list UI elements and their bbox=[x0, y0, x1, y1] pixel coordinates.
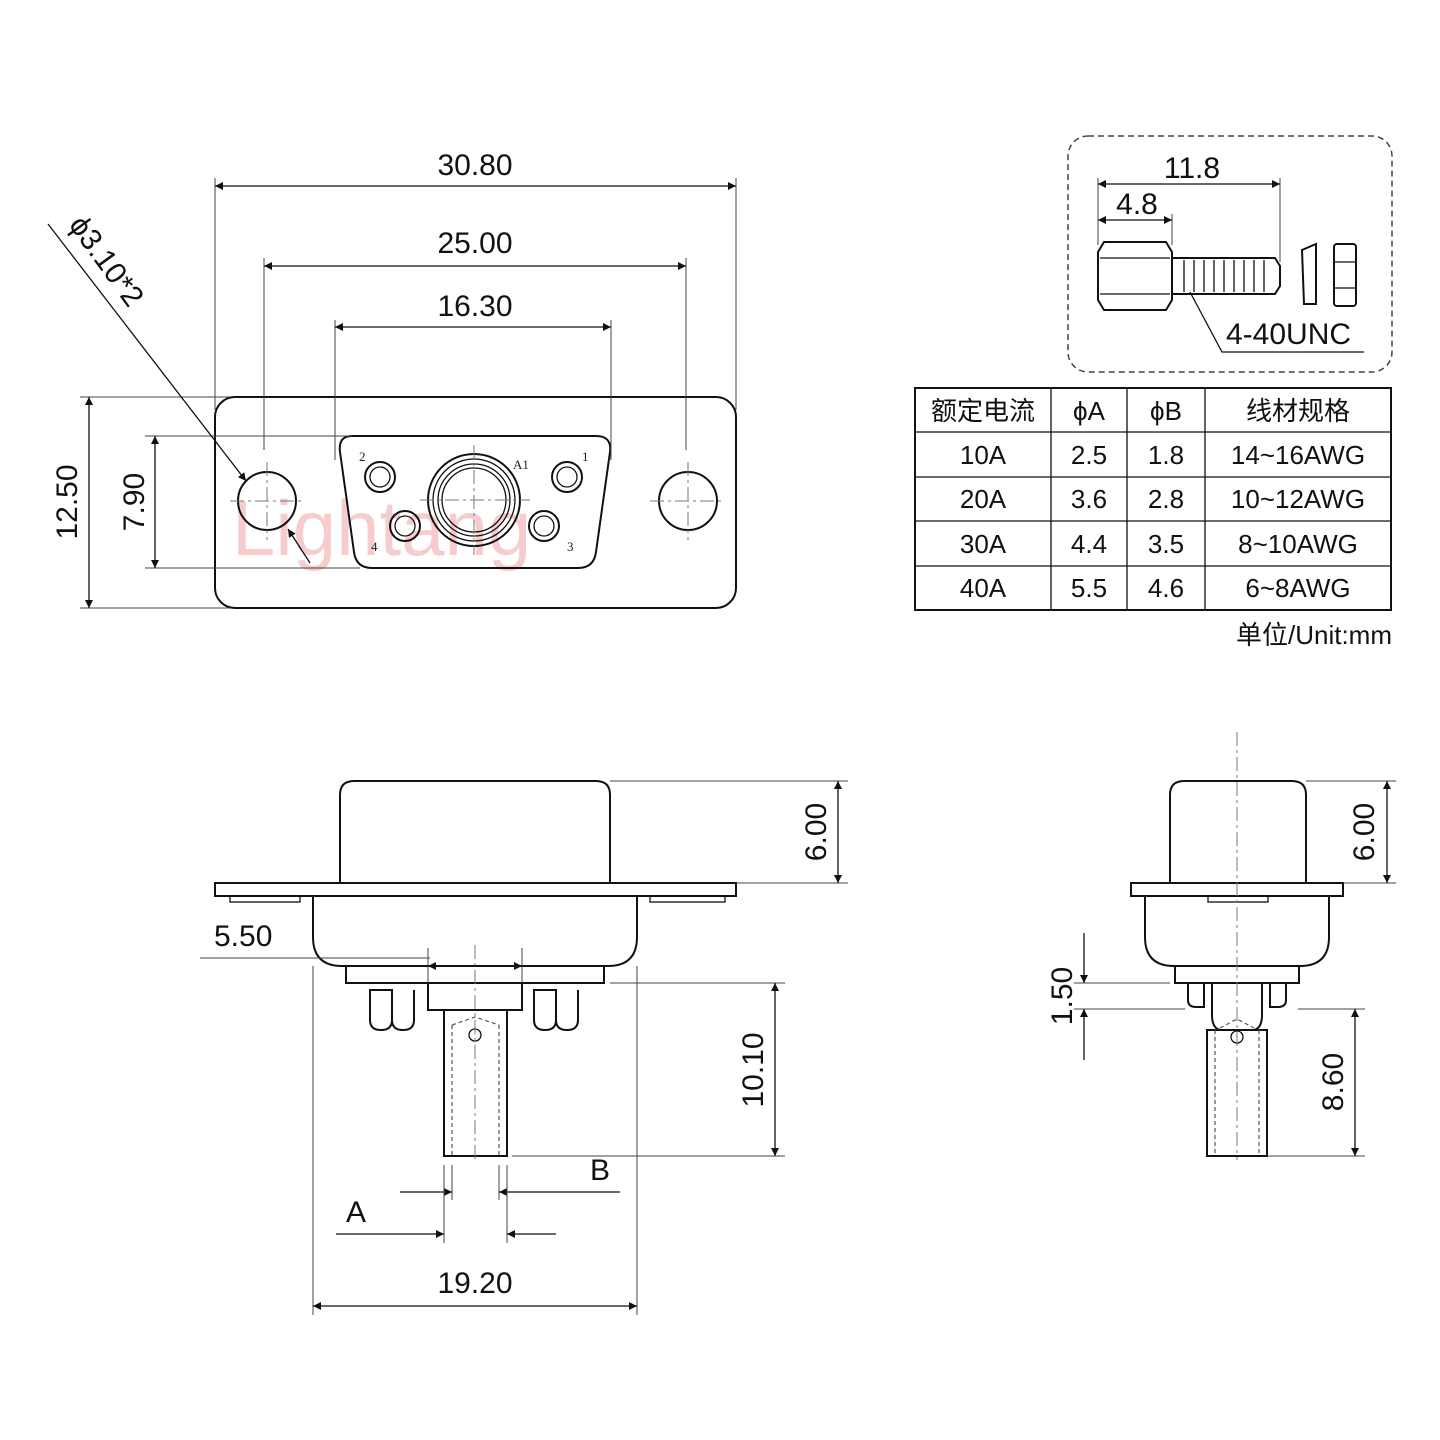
table-cell: 6~8AWG bbox=[1245, 573, 1350, 603]
table-cell: 1.8 bbox=[1148, 440, 1184, 470]
dim-shell-height: 7.90 bbox=[118, 473, 151, 531]
side-flange bbox=[214, 882, 737, 897]
dim-offset: 5.50 bbox=[214, 920, 272, 953]
screw-thread bbox=[1172, 257, 1281, 295]
spec-table: 额定电流 ϕA ϕB 线材规格 10A 2.5 1.8 14~16AWG 20A… bbox=[914, 387, 1392, 650]
table-cell: 3.6 bbox=[1071, 484, 1107, 514]
side-shell-top bbox=[339, 780, 611, 883]
dim-side-shell-depth: 6.00 bbox=[800, 803, 833, 861]
pin-label-1: 1 bbox=[582, 449, 589, 464]
dim-shell-width: 16.30 bbox=[437, 290, 512, 323]
side-view: 6.00 5.50 10.10 B A 19.20 bbox=[200, 780, 848, 1315]
table-cell: 14~16AWG bbox=[1231, 440, 1365, 470]
thread-spec: 4-40UNC bbox=[1226, 318, 1351, 351]
dim-screw-length: 11.8 bbox=[1164, 152, 1220, 185]
table-cell: 5.5 bbox=[1071, 573, 1107, 603]
spec-table-frame bbox=[914, 387, 1392, 611]
dim-hole-diameter: ϕ3.10*2 bbox=[62, 210, 150, 313]
table-cell: 4.6 bbox=[1148, 573, 1184, 603]
dim-end-tail-length: 8.60 bbox=[1317, 1053, 1350, 1111]
dim-overall-height: 12.50 bbox=[51, 464, 84, 539]
end-shell-bottom bbox=[1144, 896, 1330, 967]
screw-detail: 11.8 4.8 4-40UNC bbox=[1067, 135, 1393, 373]
thread-lines bbox=[1183, 260, 1265, 292]
lock-washer bbox=[1300, 242, 1317, 305]
label-b: B bbox=[590, 1154, 610, 1187]
table-cell: 2.8 bbox=[1148, 484, 1184, 514]
screw-detail-frame bbox=[1067, 135, 1393, 373]
dim-end-gap: 1.50 bbox=[1046, 967, 1079, 1025]
table-cell: 20A bbox=[960, 484, 1007, 514]
table-cell: 4.4 bbox=[1071, 529, 1107, 559]
table-cell: 10A bbox=[960, 440, 1007, 470]
table-cell: 3.5 bbox=[1148, 529, 1184, 559]
table-cell: 8~10AWG bbox=[1238, 529, 1358, 559]
coax-label: A1 bbox=[513, 457, 529, 472]
table-header-phi-b: ϕB bbox=[1150, 396, 1182, 426]
table-cell: 30A bbox=[960, 529, 1007, 559]
dim-head-length: 4.8 bbox=[1116, 188, 1158, 221]
table-header-phi-a: ϕA bbox=[1073, 396, 1106, 426]
pin-4-contact bbox=[389, 510, 421, 542]
screw-head bbox=[1097, 241, 1173, 311]
end-contact-tail bbox=[1206, 1029, 1268, 1157]
unit-note: 单位/Unit:mm bbox=[1236, 620, 1392, 650]
watermark-text: Lightang bbox=[232, 484, 531, 572]
label-a: A bbox=[346, 1196, 366, 1229]
pin-1-contact bbox=[551, 461, 583, 493]
dim-shell-bottom-width: 19.20 bbox=[437, 1267, 512, 1300]
end-shell-top bbox=[1169, 780, 1307, 883]
table-cell: 2.5 bbox=[1071, 440, 1107, 470]
end-view: 6.00 1.50 8.60 bbox=[1046, 732, 1396, 1160]
pin-3-contact bbox=[528, 510, 560, 542]
pin-2-contact bbox=[364, 461, 396, 493]
dim-end-shell-depth: 6.00 bbox=[1348, 803, 1381, 861]
front-flange bbox=[214, 396, 737, 609]
table-cell: 40A bbox=[960, 573, 1007, 603]
front-d-shell bbox=[338, 435, 612, 569]
dim-overall-width: 30.80 bbox=[437, 149, 512, 182]
dim-mount-spacing: 25.00 bbox=[437, 227, 512, 260]
pin-label-3: 3 bbox=[567, 539, 574, 554]
pin-label-2: 2 bbox=[359, 449, 366, 464]
hex-nut bbox=[1333, 243, 1357, 307]
pin-label-4: 4 bbox=[371, 539, 378, 554]
dim-tail-length: 10.10 bbox=[737, 1032, 770, 1107]
table-header-wire: 线材规格 bbox=[1246, 396, 1350, 426]
table-header-current: 额定电流 bbox=[931, 396, 1035, 426]
table-cell: 10~12AWG bbox=[1231, 484, 1365, 514]
